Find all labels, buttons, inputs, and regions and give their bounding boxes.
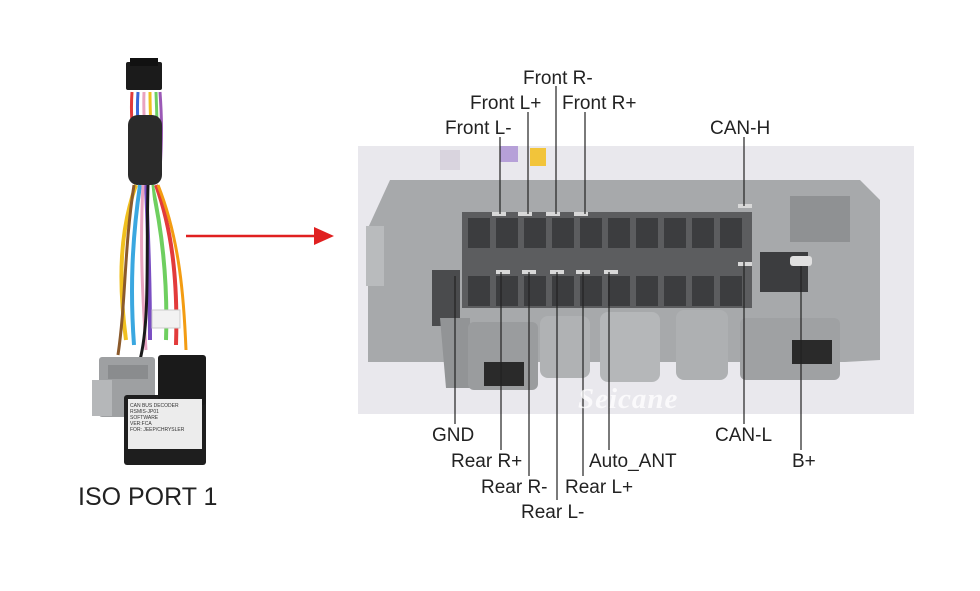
pin-label-front-r-minus: Front R-	[523, 68, 593, 89]
leader-lines-bottom	[454, 262, 802, 500]
pin-label-front-l-minus: Front L-	[445, 118, 512, 139]
pin-label-rear-l-plus: Rear L+	[565, 477, 634, 498]
brand-watermark: Seicane	[578, 383, 679, 415]
connector-photo	[358, 146, 914, 414]
harness-top-plug	[126, 62, 162, 90]
decoder-label-line: RSMIS-JP01	[130, 409, 159, 415]
pin-label-auto-ant: Auto_ANT	[589, 451, 677, 472]
port-caption: ISO PORT 1	[78, 483, 218, 511]
decoder-label-sticker	[128, 399, 202, 449]
pin-label-rear-r-plus: Rear R+	[451, 451, 523, 472]
pin-label-gnd: GND	[432, 425, 475, 446]
can-bus-decoder-module	[124, 355, 206, 465]
decoder-label-line: CAN BUS DECODER	[130, 403, 179, 409]
pin-label-rear-l-minus: Rear L-	[521, 502, 585, 523]
pin-label-front-r-plus: Front R+	[562, 93, 637, 114]
pin-label-front-l-plus: Front L+	[470, 93, 542, 114]
pointer-arrow	[186, 227, 334, 245]
pin-label-can-l: CAN-L	[715, 425, 773, 446]
decoder-label-line: FOR: JEEP/CHRYSLER	[130, 427, 185, 433]
decoder-label-line: SOFTWARE	[130, 415, 159, 421]
pin-label-can-h: CAN-H	[710, 118, 771, 139]
pin-label-rear-r-minus: Rear R-	[481, 477, 548, 498]
leader-lines-top	[499, 86, 745, 214]
top-row-cavities	[468, 218, 742, 248]
decoder-label-text: CAN BUS DECODER RSMIS-JP01 SOFTWARE VER:…	[130, 403, 200, 433]
decoder-label-line: VER:FCA	[130, 421, 152, 427]
pin-label-b-plus: B+	[792, 451, 816, 472]
